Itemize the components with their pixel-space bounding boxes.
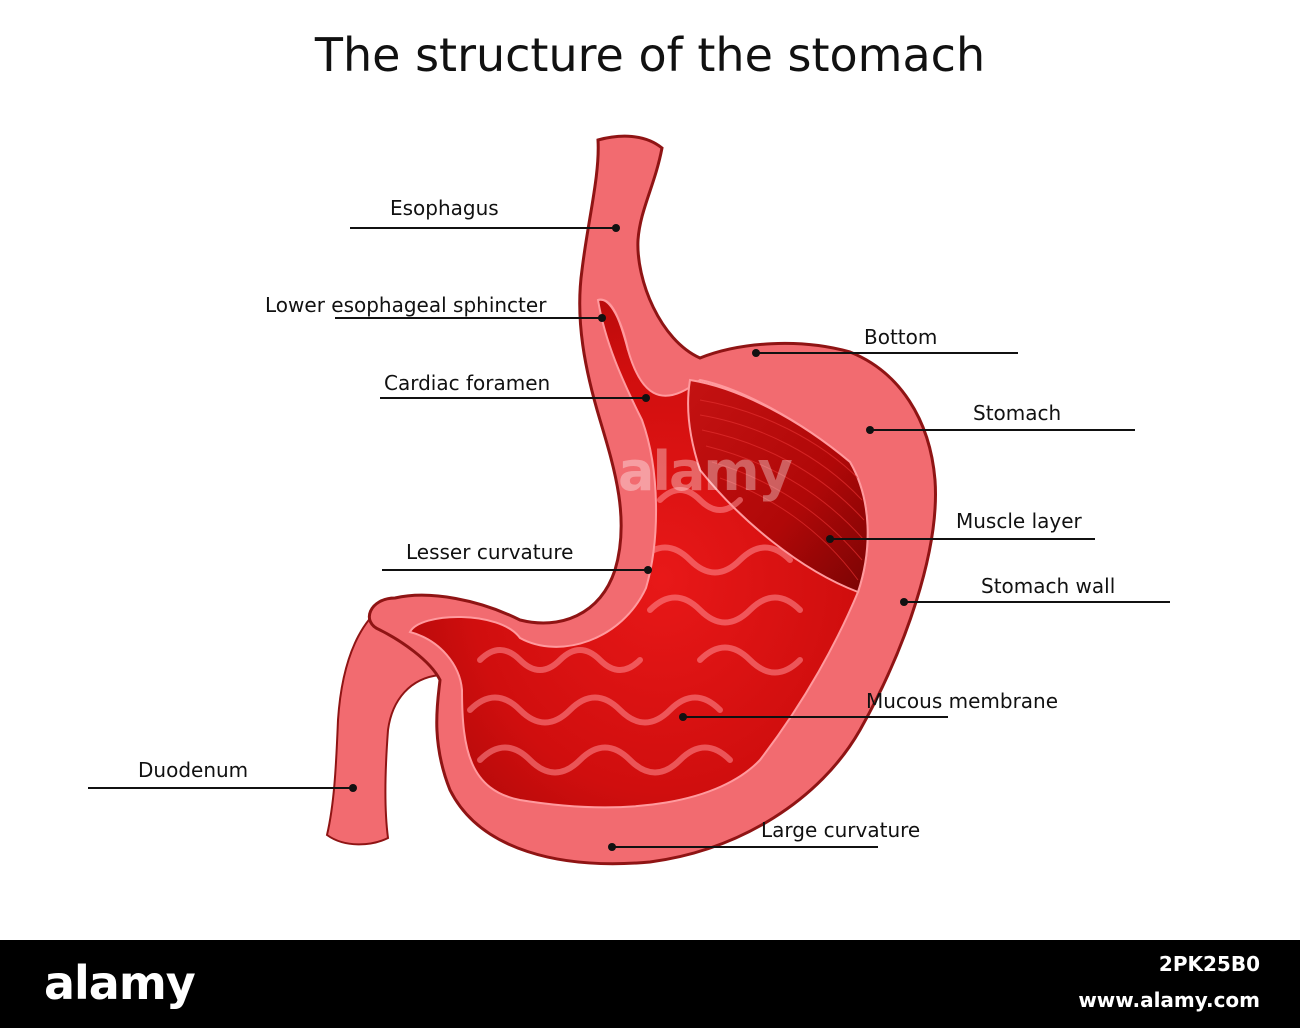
dot-bottom xyxy=(752,349,760,357)
footer-logo: alamy xyxy=(44,956,195,1010)
label-cardiac-foramen: Cardiac foramen xyxy=(384,371,550,395)
dot-lesser-curvature xyxy=(644,566,652,574)
label-large-curvature: Large curvature xyxy=(761,818,920,842)
label-lower-sphincter: Lower esophageal sphincter xyxy=(265,293,547,317)
dot-stomach-wall xyxy=(900,598,908,606)
dot-duodenum xyxy=(349,784,357,792)
dot-lower-sphincter xyxy=(598,314,606,322)
footer-url: www.alamy.com xyxy=(1078,988,1260,1012)
watermark: alamy xyxy=(618,440,791,503)
dot-muscle-layer xyxy=(826,535,834,543)
label-muscle-layer: Muscle layer xyxy=(956,509,1083,533)
diagram-canvas: The structure of the stomach xyxy=(0,0,1300,940)
label-mucous-membrane: Mucous membrane xyxy=(866,689,1058,713)
label-esophagus: Esophagus xyxy=(390,196,499,220)
dot-large-curvature xyxy=(608,843,616,851)
label-duodenum: Duodenum xyxy=(138,758,248,782)
footer-bar: alamy 2PK25B0 www.alamy.com xyxy=(0,940,1300,1028)
dot-esophagus xyxy=(612,224,620,232)
footer-image-id: 2PK25B0 xyxy=(1159,952,1260,976)
label-bottom: Bottom xyxy=(864,325,937,349)
label-stomach: Stomach xyxy=(973,401,1061,425)
dot-cardiac-foramen xyxy=(642,394,650,402)
label-lesser-curvature: Lesser curvature xyxy=(406,540,573,564)
dot-mucous-membrane xyxy=(679,713,687,721)
dot-stomach xyxy=(866,426,874,434)
label-stomach-wall: Stomach wall xyxy=(981,574,1115,598)
